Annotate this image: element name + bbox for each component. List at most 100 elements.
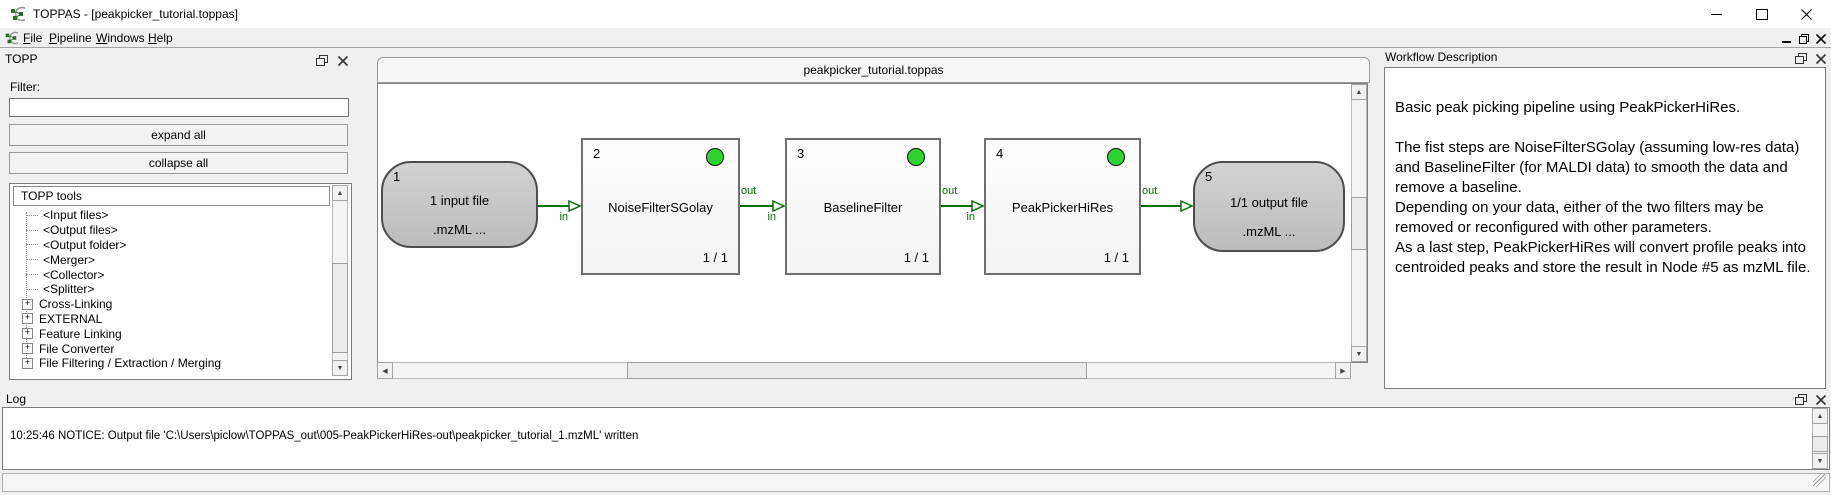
edge-in-label: in	[767, 211, 776, 223]
float-icon	[316, 55, 328, 66]
tool-group-external[interactable]: EXTERNAL	[12, 312, 328, 327]
mdi-close-button[interactable]	[1813, 31, 1828, 45]
node-number: 4	[996, 146, 1004, 161]
tools-scroll-thumb[interactable]	[332, 263, 348, 353]
expand-icon[interactable]	[22, 328, 33, 340]
maximize-button[interactable]	[1739, 0, 1784, 28]
arrow-icon	[941, 200, 984, 212]
expand-icon[interactable]	[22, 357, 33, 369]
status-indicator	[1107, 148, 1125, 166]
filter-input[interactable]	[9, 98, 349, 117]
node-noisefiltersgolay[interactable]: 2 NoiseFilterSGolay 1 / 1	[581, 138, 740, 275]
expand-icon[interactable]	[22, 313, 33, 325]
menu-help[interactable]: Help	[148, 31, 173, 45]
arrow-icon	[740, 200, 785, 212]
node-number: 2	[593, 146, 601, 161]
log-output[interactable]: 10:25:46 NOTICE: Output file 'C:\Users\p…	[2, 407, 1830, 470]
log-text: 10:25:46 NOTICE: Output file 'C:\Users\p…	[10, 430, 639, 442]
minimize-button[interactable]	[1694, 0, 1739, 28]
node-filetype: .mzML ...	[433, 222, 486, 237]
scroll-up-icon[interactable]: ▲	[1812, 408, 1828, 424]
scroll-down-icon[interactable]: ▼	[332, 360, 348, 376]
scroll-down-icon[interactable]: ▼	[1351, 346, 1367, 362]
log-float-button[interactable]	[1795, 393, 1807, 411]
float-icon	[1795, 53, 1807, 64]
topp-close-button[interactable]	[337, 54, 349, 72]
scroll-left-icon[interactable]: ◀	[377, 362, 393, 379]
mdi-restore-button[interactable]	[1796, 31, 1811, 45]
scroll-right-icon[interactable]: ▶	[1335, 362, 1351, 379]
tree-branch	[26, 244, 38, 246]
tool-item-collector[interactable]: <Collector>	[12, 267, 328, 282]
node-number: 5	[1205, 169, 1213, 184]
tool-item-output-files[interactable]: <Output files>	[12, 223, 328, 238]
status-indicator	[907, 148, 925, 166]
node-title: 1/1 output file	[1229, 195, 1309, 210]
expand-all-button[interactable]: expand all	[9, 124, 348, 146]
mdi-close-icon	[1815, 33, 1826, 45]
document-icon	[5, 31, 18, 45]
node-peakpickerhires[interactable]: 4 PeakPickerHiRes 1 / 1	[984, 138, 1141, 275]
node-input-file[interactable]: 1 1 input file .mzML ...	[381, 161, 538, 248]
tree-branch	[26, 274, 38, 276]
scroll-up-icon[interactable]: ▲	[332, 185, 348, 201]
edge-out-label: out	[1142, 185, 1158, 197]
node-baselinefilter[interactable]: 3 BaselineFilter 1 / 1	[785, 138, 941, 275]
node-progress: 1 / 1	[702, 250, 728, 265]
resize-grip-icon[interactable]	[1813, 474, 1826, 487]
tree-branch	[26, 214, 38, 216]
menu-windows[interactable]: Windows	[96, 31, 145, 45]
tool-item-splitter[interactable]: <Splitter>	[12, 282, 328, 297]
node-title: 1 input file	[429, 193, 490, 208]
canvas-vscroll-thumb[interactable]	[1351, 197, 1367, 250]
node-number: 1	[393, 169, 401, 184]
workflow-description-editor[interactable]: Basic peak picking pipeline using PeakPi…	[1384, 67, 1826, 389]
tree-branch	[26, 288, 38, 290]
expand-icon[interactable]	[22, 343, 33, 355]
collapse-all-button[interactable]: collapse all	[9, 152, 348, 174]
menu-file[interactable]: File	[23, 31, 43, 45]
node-number: 3	[797, 146, 805, 161]
edge-1-to-2[interactable]: in	[538, 200, 581, 223]
expand-icon[interactable]	[22, 298, 33, 310]
tool-item-merger[interactable]: <Merger>	[12, 252, 328, 267]
tool-item-input-files[interactable]: <Input files>	[12, 208, 328, 223]
mdi-restore-icon	[1799, 34, 1809, 44]
log-close-button[interactable]	[1815, 393, 1827, 411]
node-progress: 1 / 1	[903, 250, 929, 265]
filter-label: Filter:	[10, 80, 40, 94]
edge-2-to-3[interactable]: out in	[740, 185, 785, 223]
node-title: BaselineFilter	[823, 200, 903, 215]
title-bar: TOPPAS - [peakpicker_tutorial.toppas]	[0, 0, 1831, 28]
description-panel-title: Workflow Description	[1385, 50, 1498, 64]
edge-4-to-5[interactable]: out	[1141, 185, 1193, 212]
node-filetype: .mzML ...	[1242, 224, 1296, 239]
tool-group-cross-linking[interactable]: Cross-Linking	[12, 297, 328, 312]
topp-tools-header: TOPP tools	[13, 186, 330, 206]
edge-out-label: out	[942, 185, 958, 197]
menu-pipeline[interactable]: Pipeline	[49, 31, 92, 45]
close-button[interactable]	[1784, 0, 1829, 28]
edge-3-to-4[interactable]: out in	[941, 185, 984, 223]
edge-in-label: in	[966, 211, 975, 223]
description-close-button[interactable]	[1815, 52, 1827, 70]
log-scroll-thumb[interactable]	[1812, 436, 1828, 452]
description-float-button[interactable]	[1795, 52, 1807, 70]
close-icon	[1815, 394, 1827, 406]
canvas-hscroll-thumb[interactable]	[627, 362, 1087, 379]
topp-float-button[interactable]	[316, 54, 328, 72]
mdi-minimize-icon	[1782, 41, 1791, 43]
workflow-tab-title[interactable]: peakpicker_tutorial.toppas	[377, 57, 1370, 83]
edge-in-label: in	[559, 211, 568, 223]
mdi-minimize-button[interactable]	[1779, 31, 1794, 45]
tool-group-feature-linking[interactable]: Feature Linking	[12, 326, 328, 341]
tool-item-output-folder[interactable]: <Output folder>	[12, 238, 328, 253]
scroll-down-icon[interactable]: ▼	[1812, 453, 1828, 469]
close-icon	[337, 55, 349, 67]
tool-group-file-converter[interactable]: File Converter	[12, 341, 328, 356]
tool-group-file-filtering[interactable]: File Filtering / Extraction / Merging	[12, 356, 328, 371]
topp-panel-title: TOPP	[5, 52, 38, 66]
scroll-up-icon[interactable]: ▲	[1351, 84, 1367, 100]
node-output-file[interactable]: 5 1/1 output file .mzML ...	[1193, 161, 1345, 252]
